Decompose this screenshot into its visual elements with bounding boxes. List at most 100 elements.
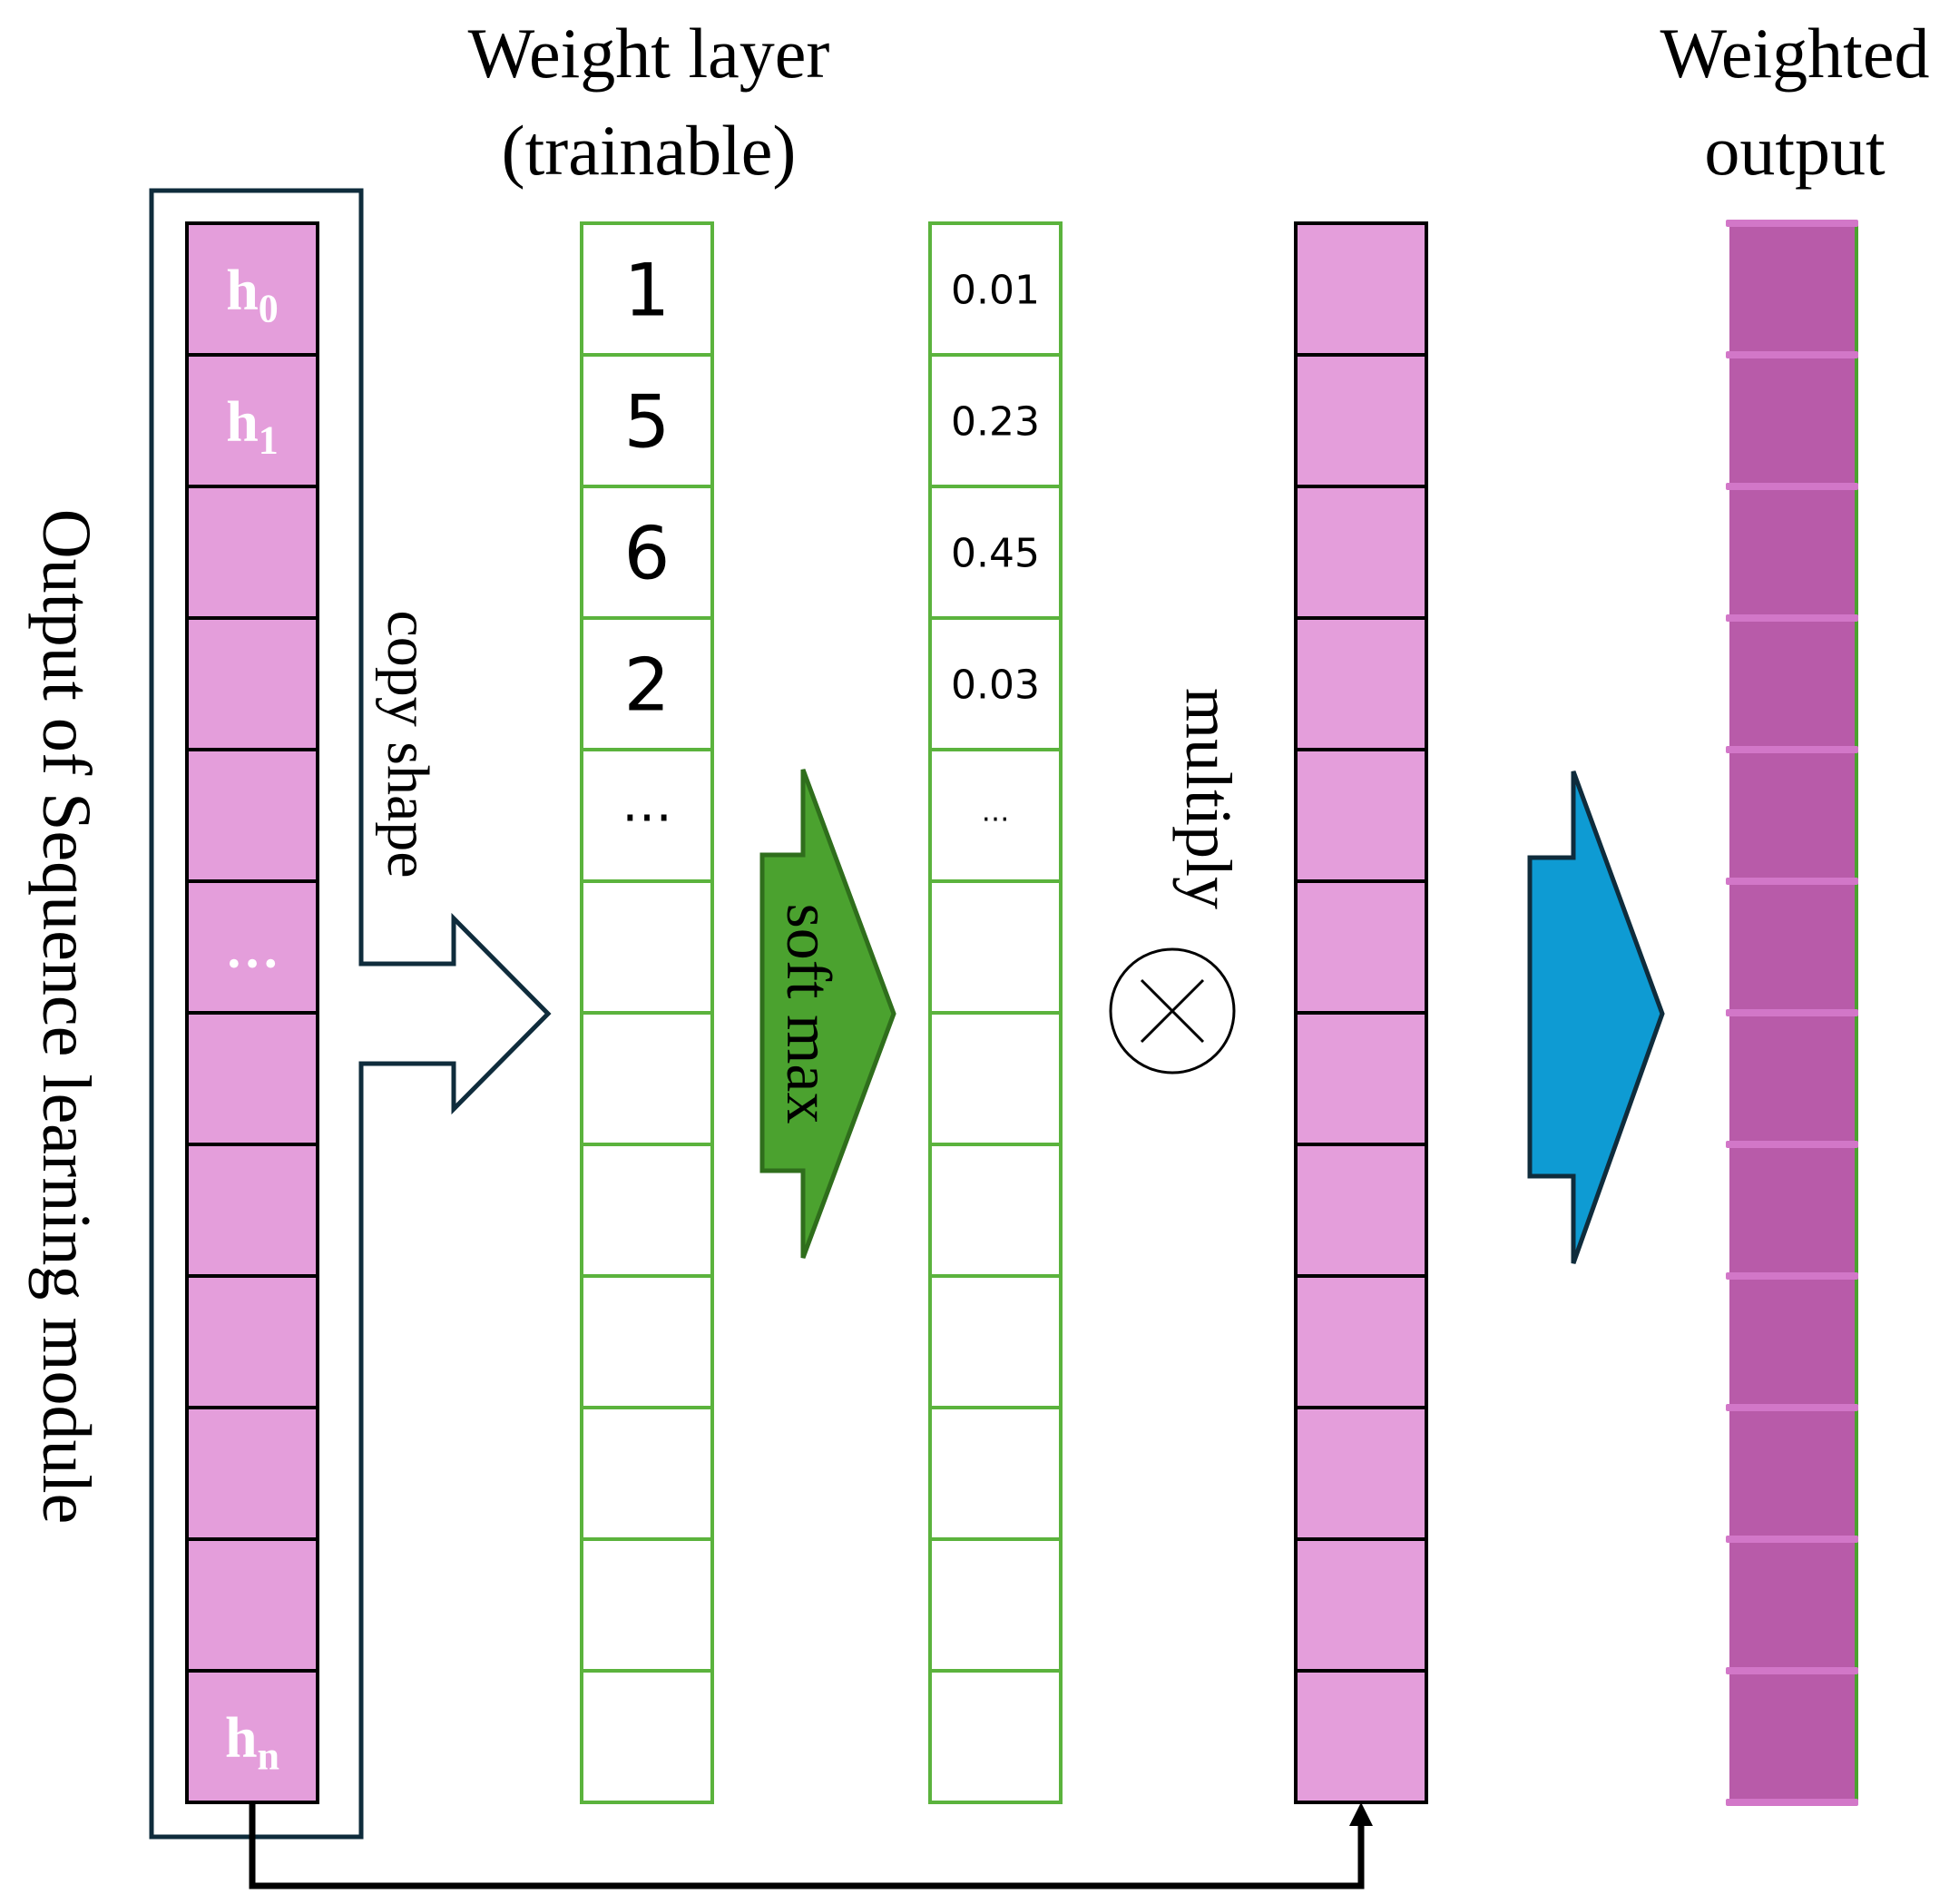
output-cell (1729, 1539, 1855, 1671)
softmax-cell (928, 1537, 1063, 1673)
input-cell (185, 616, 319, 751)
input-cell-label: … (225, 919, 279, 979)
output-cell (1729, 1144, 1855, 1276)
input-cell (185, 485, 319, 620)
output-cell-divider (1726, 1799, 1858, 1806)
product-cell (1294, 221, 1428, 357)
output-cell (1729, 1013, 1855, 1144)
output-cell-divider (1726, 878, 1858, 885)
softmax-cell (928, 1274, 1063, 1409)
softmax-cell (928, 1669, 1063, 1804)
weight-cell (580, 1669, 714, 1804)
weighted-output-column (1726, 220, 1858, 1806)
input-cell-label: h0 (226, 258, 279, 331)
output-cell (1729, 1276, 1855, 1408)
output-cell (1729, 618, 1855, 750)
softmax-cell (928, 1406, 1063, 1541)
weighted-output-title-line1: Weighted (1660, 14, 1930, 93)
product-column (1294, 221, 1428, 1804)
multiply-label: multiply (1172, 688, 1245, 909)
weight-value: 5 (624, 379, 671, 464)
output-cell (1729, 1671, 1855, 1802)
weight-value: 2 (624, 643, 671, 727)
weight-value: 6 (624, 511, 671, 595)
output-cell (1729, 223, 1855, 355)
output-cell-divider (1726, 1536, 1858, 1543)
output-cell (1729, 355, 1855, 486)
input-cell (185, 221, 319, 357)
output-cell-divider (1726, 1404, 1858, 1411)
weight-cell (580, 1274, 714, 1409)
multiply-cross-line-2 (1140, 978, 1205, 1044)
product-cell (1294, 1669, 1428, 1804)
softmax-value: 0.45 (951, 530, 1040, 576)
softmax-column: 0.01 0.23 0.45 0.03 … (928, 221, 1063, 1804)
skip-connection-arrowhead-icon (1349, 1802, 1373, 1826)
product-cell (1294, 1143, 1428, 1278)
softmax-cell (928, 353, 1063, 488)
product-cell (1294, 616, 1428, 751)
output-cell-divider (1726, 220, 1858, 227)
weighted-output-title-line2: output (1704, 111, 1886, 190)
weight-cell (580, 1011, 714, 1146)
input-column: h0 h1 … hn (185, 221, 319, 1804)
input-cell (185, 748, 319, 883)
output-cell (1729, 1408, 1855, 1539)
output-cell-divider (1726, 1009, 1858, 1016)
weight-value: 1 (624, 248, 671, 332)
softmax-value: 0.01 (951, 267, 1040, 313)
weight-cell (580, 1143, 714, 1278)
softmax-cell (928, 748, 1063, 883)
output-cell-divider (1726, 1667, 1858, 1674)
softmax-value: … (982, 796, 1010, 829)
product-cell (1294, 879, 1428, 1015)
softmax-cell (928, 879, 1063, 1015)
weight-cell (580, 485, 714, 620)
output-cell-divider (1726, 351, 1858, 358)
product-cell (1294, 1406, 1428, 1541)
input-cell (185, 1274, 319, 1409)
product-cell (1294, 748, 1428, 883)
weight-cell (580, 1537, 714, 1673)
input-cell (185, 1011, 319, 1146)
softmax-label: soft max (773, 903, 843, 1124)
weight-cell (580, 879, 714, 1015)
copy-shape-label: copy shape (375, 610, 441, 878)
output-cell-divider (1726, 746, 1858, 753)
output-cell-divider (1726, 614, 1858, 622)
softmax-value: 0.23 (951, 398, 1040, 445)
weight-layer-column: 1 5 6 2 … (580, 221, 714, 1804)
weight-layer-title-line2: (trainable) (502, 111, 797, 190)
softmax-arrow (759, 769, 896, 1259)
softmax-cell (928, 221, 1063, 357)
output-cell-divider (1726, 1141, 1858, 1148)
input-cell (185, 353, 319, 488)
product-cell (1294, 1274, 1428, 1409)
weight-cell (580, 353, 714, 488)
input-cell (185, 1143, 319, 1278)
skip-connection-line (249, 1802, 1365, 1889)
softmax-cell (928, 1011, 1063, 1146)
input-cell-label: h1 (226, 389, 279, 463)
softmax-value: 0.03 (951, 662, 1040, 708)
input-cell-label: hn (225, 1705, 279, 1779)
softmax-cell (928, 1143, 1063, 1278)
weight-layer-title-line1: Weight layer (468, 14, 830, 93)
output-cell (1729, 486, 1855, 618)
softmax-cell (928, 616, 1063, 751)
output-arrow (1527, 770, 1665, 1264)
input-cell (185, 1406, 319, 1541)
weight-cell (580, 616, 714, 751)
output-cell (1729, 881, 1855, 1013)
product-cell (1294, 485, 1428, 620)
output-cell-divider (1726, 483, 1858, 490)
input-cell (185, 1669, 319, 1804)
product-cell (1294, 1537, 1428, 1673)
weight-value: … (622, 775, 672, 834)
output-cell (1729, 750, 1855, 881)
weight-cell (580, 1406, 714, 1541)
product-cell (1294, 353, 1428, 488)
input-cell (185, 1537, 319, 1673)
output-of-sequence-label: Output of Sequence learning module (28, 509, 104, 1525)
